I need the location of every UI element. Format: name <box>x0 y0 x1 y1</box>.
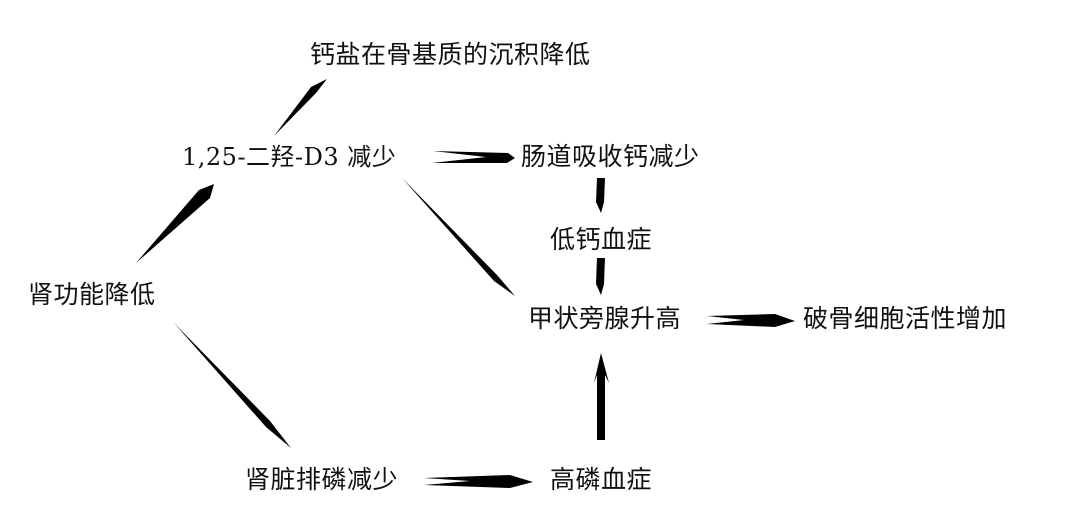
arrow-hyperphosphatemia-to-pth <box>594 353 609 440</box>
node-kidney-function-decline: 肾功能降低 <box>28 280 156 309</box>
arrow-kidney-to-vitd <box>136 184 214 263</box>
arrow-vitd-to-pth <box>402 178 515 296</box>
arrow-pth-to-osteoclast <box>707 314 795 327</box>
arrow-vitd-to-absorption <box>432 151 515 163</box>
node-osteoclast-activity-increase: 破骨细胞活性增加 <box>803 304 1008 333</box>
arrow-phosphate-to-hyperphosphatemia <box>424 475 533 488</box>
node-hypocalcemia: 低钙血症 <box>550 225 653 254</box>
node-renal-phosphate-excretion-decrease: 肾脏排磷减少 <box>245 465 399 494</box>
node-intestinal-calcium-absorption-decrease: 肠道吸收钙减少 <box>521 142 700 171</box>
arrow-absorption-to-hypocalcemia <box>596 178 605 213</box>
arrow-hypocalcemia-to-pth <box>596 258 605 295</box>
node-calcium-deposition-decrease: 钙盐在骨基质的沉积降低 <box>310 40 591 69</box>
arrow-vitd-to-deposition <box>274 79 327 136</box>
node-vitamin-d3-decrease: 1,25-二羟-D3 减少 <box>182 143 397 171</box>
node-hyperphosphatemia: 高磷血症 <box>550 465 653 494</box>
arrow-kidney-to-phosphate <box>174 323 291 448</box>
node-parathyroid-increase: 甲状旁腺升高 <box>528 304 682 333</box>
